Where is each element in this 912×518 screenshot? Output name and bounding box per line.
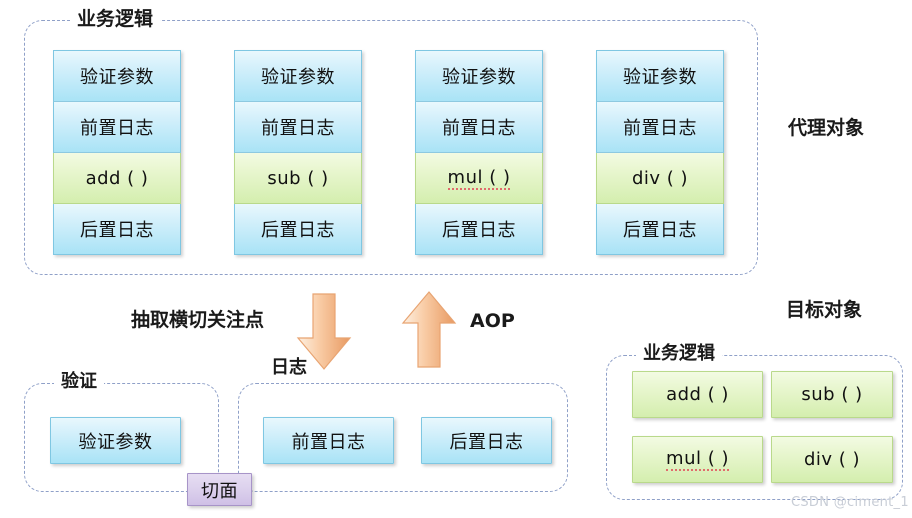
cell-method-add: add ( ) (53, 153, 181, 204)
watermark-text: CSDN @ciment_1 (791, 495, 909, 510)
proxy-column-div: 验证参数 前置日志 div ( ) 后置日志 (596, 50, 724, 255)
target-group-box (606, 355, 903, 500)
cell-method-div: div ( ) (596, 153, 724, 204)
cell-method-mul: mul ( ) (415, 153, 543, 204)
log-group-title: 日志 (264, 359, 314, 377)
validate-group-title: 验证 (54, 373, 104, 391)
before-log-cell: 前置日志 (263, 417, 394, 464)
cell-validate-params: 验证参数 (234, 50, 362, 102)
target-cell-mul: mul ( ) (632, 436, 763, 483)
cell-after-log: 后置日志 (596, 204, 724, 255)
cell-after-log: 后置日志 (53, 204, 181, 255)
cell-before-log: 前置日志 (596, 102, 724, 153)
cell-after-log: 后置日志 (415, 204, 543, 255)
method-name-mul: mul ( ) (447, 166, 511, 190)
cell-validate-params: 验证参数 (596, 50, 724, 102)
validate-params-cell: 验证参数 (50, 417, 181, 464)
log-group-box (238, 383, 568, 492)
proxy-column-sub: 验证参数 前置日志 sub ( ) 后置日志 (234, 50, 362, 255)
aop-label: AOP (470, 310, 515, 332)
target-cell-div: div ( ) (771, 436, 893, 483)
proxy-object-label: 代理对象 (788, 117, 865, 139)
validate-group-box (24, 383, 219, 492)
target-group-title: 业务逻辑 (636, 345, 722, 363)
cell-before-log: 前置日志 (234, 102, 362, 153)
cell-after-log: 后置日志 (234, 204, 362, 255)
cell-validate-params: 验证参数 (53, 50, 181, 102)
target-cell-sub: sub ( ) (771, 371, 893, 418)
up-arrow-icon (401, 291, 457, 368)
proxy-column-add: 验证参数 前置日志 add ( ) 后置日志 (53, 50, 181, 255)
down-arrow-icon (296, 293, 352, 370)
cell-validate-params: 验证参数 (415, 50, 543, 102)
target-cell-add: add ( ) (632, 371, 763, 418)
aspect-badge: 切面 (187, 473, 252, 506)
cell-before-log: 前置日志 (53, 102, 181, 153)
cell-method-sub: sub ( ) (234, 153, 362, 204)
proxy-group-box (24, 20, 758, 275)
after-log-cell: 后置日志 (421, 417, 552, 464)
extract-crosscutting-label: 抽取横切关注点 (131, 309, 265, 331)
proxy-column-mul: 验证参数 前置日志 mul ( ) 后置日志 (415, 50, 543, 255)
proxy-group-title: 业务逻辑 (70, 10, 161, 29)
method-name-mul: mul ( ) (666, 448, 729, 471)
target-object-label: 目标对象 (786, 299, 863, 321)
cell-before-log: 前置日志 (415, 102, 543, 153)
